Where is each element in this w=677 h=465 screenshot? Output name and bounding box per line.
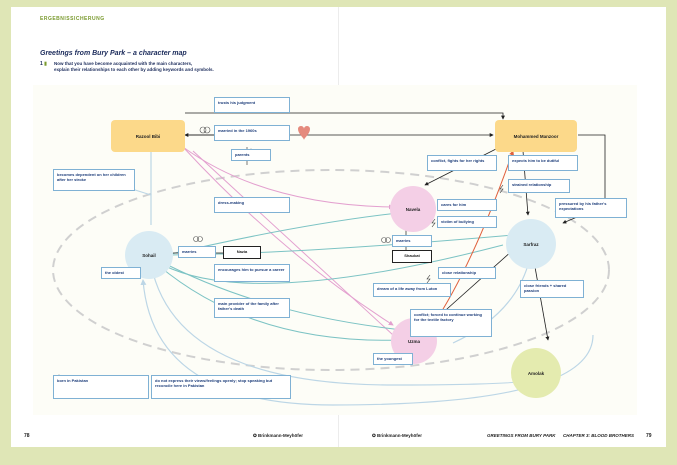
label-pressured: pressured by his father's expectations: [555, 198, 627, 218]
page-number-right: 79: [646, 433, 652, 439]
label-close-relationship: close relationship: [438, 267, 496, 279]
label-trusts-judgment: trusts his judgment: [214, 97, 290, 113]
task-number: 1 ▮: [40, 61, 47, 67]
label-dream-life: dream of a life away from Luton: [373, 283, 451, 297]
label-dependent: becomes dependent on her children after …: [53, 169, 135, 191]
label-the-youngest: the youngest: [373, 353, 413, 365]
label-close-friends: close friends + shared passion: [520, 280, 584, 298]
label-marries-navela: marries: [392, 235, 432, 247]
label-the-oldest: the oldest: [101, 267, 141, 279]
label-born-pakistan: born in Pakistan: [53, 375, 149, 399]
task-line-2: explain their relationships to each othe…: [54, 67, 214, 72]
rings-icon: [193, 126, 391, 243]
node-navela: Navela: [390, 186, 436, 232]
label-conflict-forced: conflict; forced to continue working for…: [410, 309, 492, 337]
character-map: Razool Bibi Mohammed Manzoor Sohail Nave…: [33, 85, 637, 415]
chapter-footer: CHAPTER 3: BLOOD BROTHERS: [563, 433, 635, 438]
task-line-1: Now that you have become acquainted with…: [54, 61, 193, 66]
page-title: Greetings from Bury Park – a character m…: [40, 50, 187, 57]
node-mohammed-manzoor: Mohammed Manzoor: [495, 120, 577, 152]
node-razool-bibi: Razool Bibi: [111, 120, 185, 152]
label-marries-sohail: marries: [178, 246, 216, 258]
label-dress-making: dress-making: [214, 197, 290, 213]
page-number-left: 78: [24, 433, 30, 439]
task-instructions: Now that you have become acquainted with…: [54, 61, 214, 73]
label-parents: parents: [231, 149, 271, 161]
section-label: ERGEBNISSICHERUNG: [40, 16, 105, 22]
label-conflict-rights: conflict, fights for her rights: [427, 155, 497, 171]
node-amolak: Amolak: [511, 348, 561, 398]
label-victim-bullying: victim of bullying: [437, 216, 497, 228]
node-sarfraz: Sarfraz: [506, 219, 556, 269]
label-married-1960s: married in the 1960s: [214, 125, 290, 141]
label-nazia: Nazia: [223, 246, 261, 259]
label-expects-dutiful: expects him to be dutiful: [508, 155, 578, 171]
book-title-footer: GREETINGS FROM BURY PARK: [487, 433, 556, 438]
label-shaukat: Shaukat: [392, 250, 432, 263]
heart-icon: [298, 126, 310, 140]
label-main-provider: main provider of the family after father…: [214, 298, 290, 318]
publisher-left: ✪ Brinkmann-Meyhöfer: [253, 433, 304, 438]
publisher-right: ✪ Brinkmann-Meyhöfer: [372, 433, 423, 438]
label-no-express: do not express their views/feelings open…: [151, 375, 291, 399]
label-cares-for-him: cares for him: [437, 199, 497, 211]
label-encourages: encourages him to pursue a career: [214, 264, 290, 282]
label-strained: strained relationship: [508, 179, 570, 193]
